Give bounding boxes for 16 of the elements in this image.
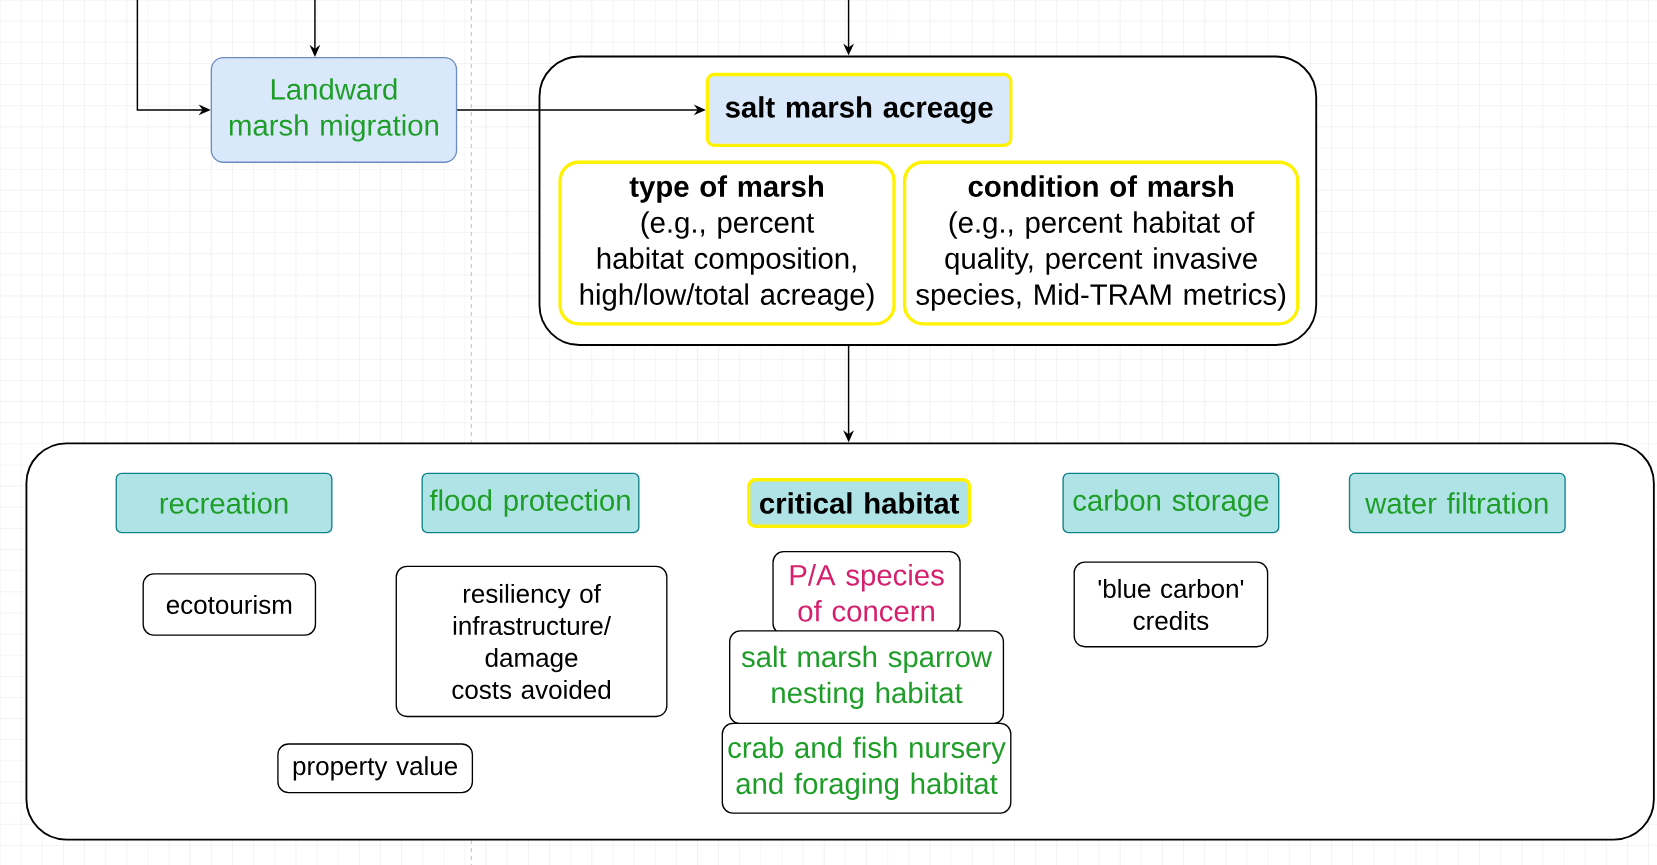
service-box: flood protection [421,472,640,534]
detail-box: type of marsh (e.g., percent habitat composition, high/low/total acreage) [558,160,896,326]
indicator-box: salt marsh sparrow nesting habitat [729,630,1005,725]
detail-box: condition of marsh (e.g., percent habitat of quality, percent invasive species, Mid-TRAM metrics) [902,160,1300,326]
indicator-box: P/A species of concern [772,550,961,635]
indicator-box: 'blue carbon' credits [1073,561,1269,648]
heading-box: salt marsh acreage [705,72,1013,147]
indicator-box: property value [277,743,474,793]
service-box: carbon storage [1062,472,1280,534]
process-box: Landward marsh migration [210,56,458,163]
service-box: critical habitat [747,477,972,528]
indicator-box: crab and fish nursery and foraging habitat [721,722,1012,814]
indicator-box: ecotourism [142,572,317,636]
service-box: recreation [115,472,333,534]
service-box: water filtration [1348,472,1566,534]
indicator-box: resiliency of infrastructure/ damage costs avoided [395,565,668,717]
